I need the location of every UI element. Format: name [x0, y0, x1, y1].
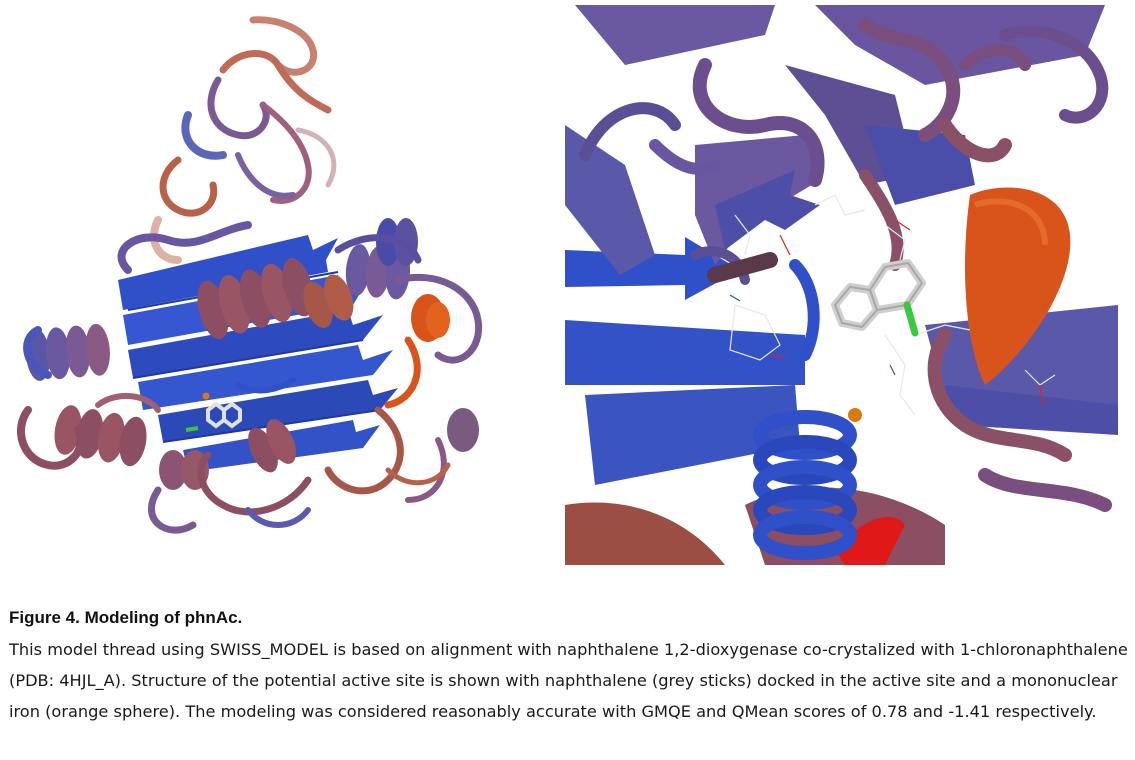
iron-sphere-small: [202, 392, 210, 400]
blue-helix: [753, 410, 857, 560]
rust-sheet: [565, 502, 725, 565]
coil-loops: [16, 221, 483, 534]
chlorine-marker: [903, 301, 919, 337]
figure-caption: This model thread using SWISS_MODEL is b…: [9, 640, 1128, 721]
naphthalene-shading: [833, 261, 924, 329]
figure-caption-block: Figure 4. Modeling of phnAc. This model …: [9, 606, 1129, 727]
red-helix: [835, 517, 905, 565]
figure-title: Figure 4. Modeling of phnAc.: [9, 608, 243, 627]
coil-tubes: [579, 18, 1112, 512]
active-site-closeup-image: [565, 5, 1118, 565]
protein-overview-image: [8, 10, 508, 565]
iron-sphere: [848, 408, 862, 422]
beta-strands: [565, 5, 1118, 485]
residue-lines: [729, 194, 1056, 416]
naphthalene-ligand-small: [206, 401, 242, 429]
top-loop-region: [150, 16, 337, 264]
chlorine-marker-small: [185, 426, 199, 432]
